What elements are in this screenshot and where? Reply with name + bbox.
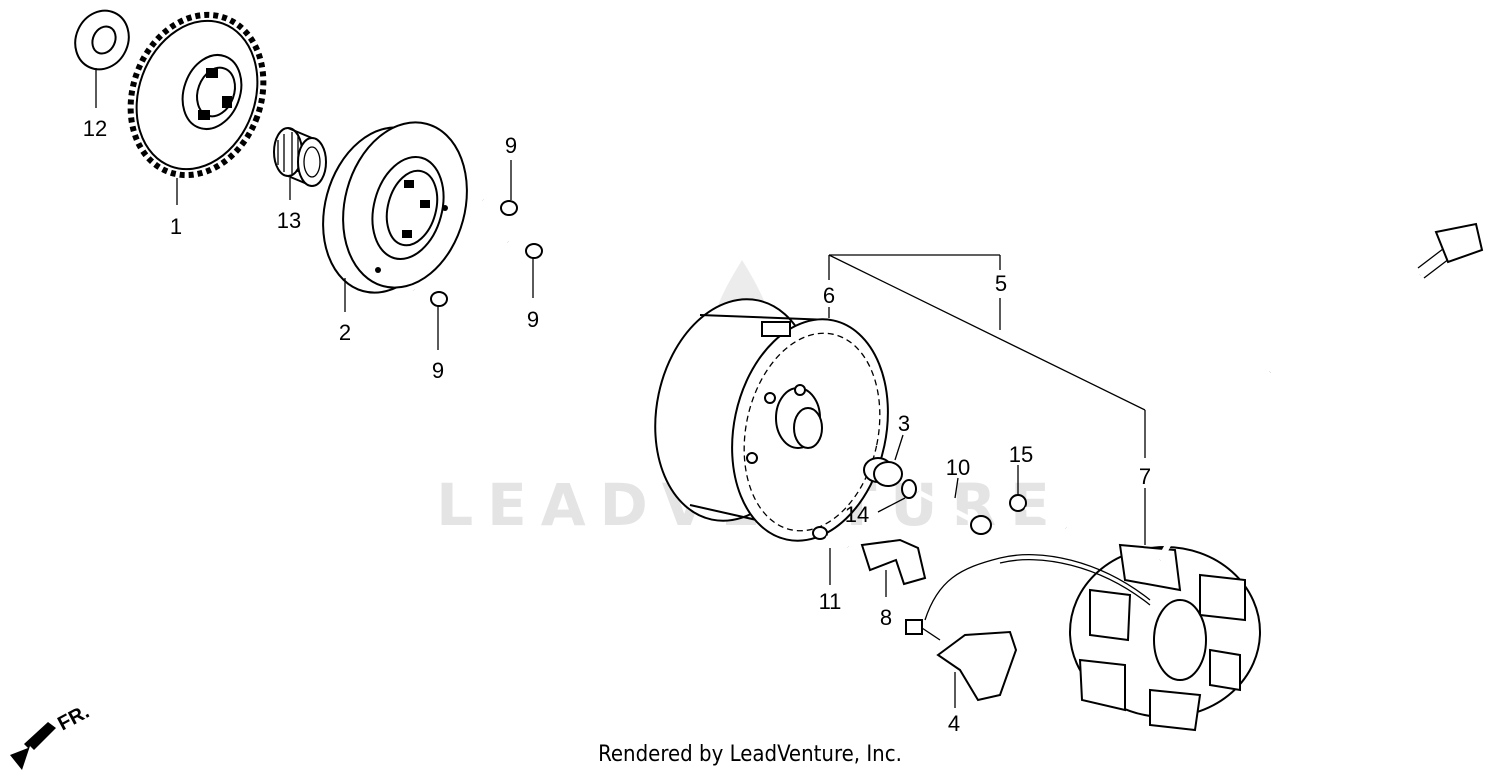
callout-7: 7 [1139, 464, 1151, 489]
callout-6: 6 [823, 283, 835, 308]
flange-bolt-part-15 [1009, 494, 1067, 530]
washer-part-12 [74, 9, 130, 71]
direction-label: FR. [54, 701, 93, 736]
socket-bolt-9b [507, 240, 543, 259]
callout-15: 15 [1009, 442, 1033, 467]
flywheel-nut-part-3 [863, 457, 903, 487]
arrow-icon [10, 722, 56, 770]
wiring-harness [924, 222, 1484, 621]
callout-12: 12 [83, 116, 107, 141]
callout-5: 5 [995, 271, 1007, 296]
washer-part-14 [901, 479, 917, 499]
wire-clamp-part-8 [860, 538, 927, 586]
leader-lines [95, 68, 1146, 708]
starter-driven-gear-part-1 [127, 11, 267, 179]
flywheel-part-6 [654, 298, 889, 542]
callout-9b: 9 [527, 307, 539, 332]
callout-3: 3 [898, 411, 910, 436]
callout-10: 10 [946, 455, 970, 480]
callout-2: 2 [339, 320, 351, 345]
callout-14: 14 [845, 502, 869, 527]
watermark-flame-icon [712, 260, 776, 395]
socket-bolt-9c [413, 288, 448, 307]
starter-clutch-part-2 [322, 121, 468, 294]
credit-footer: Rendered by LeadVenture, Inc. [598, 742, 902, 767]
flange-bolt-part-10 [916, 489, 992, 535]
callout-13: 13 [277, 208, 301, 233]
callout-11: 11 [819, 589, 842, 614]
callouts: 12 1 13 2 9 9 9 6 5 7 3 10 15 14 11 8 4 [83, 116, 1151, 736]
needle-bearing-part-13 [273, 127, 327, 187]
socket-bolt-9a [482, 198, 518, 216]
screw-part-11 [812, 526, 849, 549]
callout-9a: 9 [505, 133, 517, 158]
stator-part-7 [1069, 543, 1261, 732]
callout-9c: 9 [432, 358, 444, 383]
callout-1: 1 [170, 214, 182, 239]
pulse-generator-part-4 [905, 619, 1018, 702]
callout-4: 4 [948, 711, 960, 736]
callout-8: 8 [880, 605, 892, 630]
